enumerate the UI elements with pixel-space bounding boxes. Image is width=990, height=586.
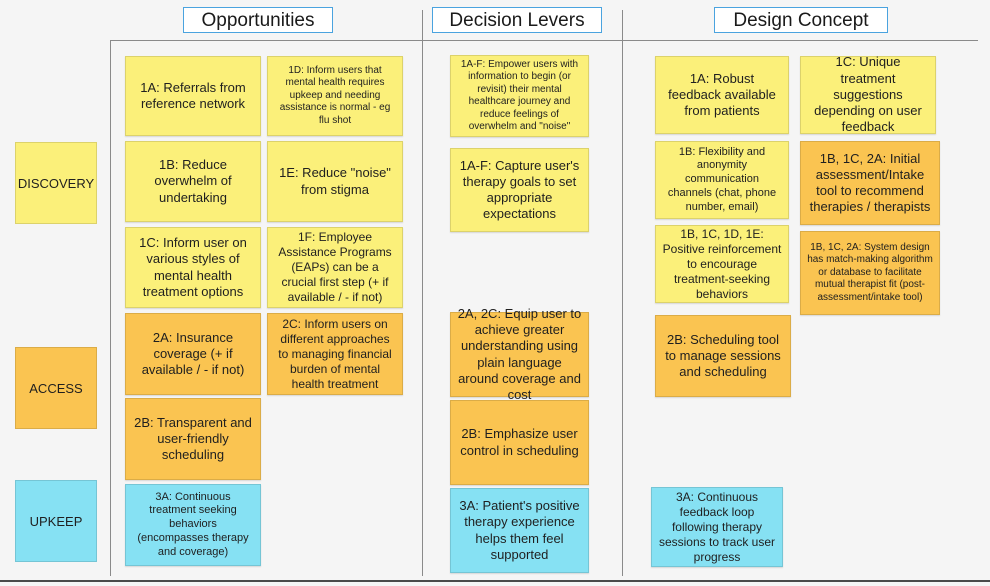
sticky-note-concept-3a[interactable]: 3A: Continuous feedback loop following t… xyxy=(651,487,783,567)
sticky-note-concept-intake-tool[interactable]: 1B, 1C, 2A: Initial assessment/Intake to… xyxy=(800,141,940,225)
row-label-discovery[interactable]: DISCOVERY xyxy=(15,142,97,224)
sticky-note-concept-1c[interactable]: 1C: Unique treatment suggestions dependi… xyxy=(800,54,936,134)
sticky-note-lever-1a-f-empower[interactable]: 1A-F: Empower users with information to … xyxy=(450,55,589,137)
column-divider-middle xyxy=(422,10,423,576)
sticky-note-lever-2a-2c[interactable]: 2A, 2C: Equip user to achieve greater un… xyxy=(450,306,589,402)
sticky-note-2a[interactable]: 2A: Insurance coverage (+ if available /… xyxy=(125,313,261,395)
sticky-note-lever-3a[interactable]: 3A: Patient's positive therapy experienc… xyxy=(450,488,589,573)
sticky-note-lever-1a-f-goals[interactable]: 1A-F: Capture user's therapy goals to se… xyxy=(450,148,589,232)
column-divider-left xyxy=(110,40,111,576)
sticky-note-2b[interactable]: 2B: Transparent and user-friendly schedu… xyxy=(125,398,261,480)
sticky-note-concept-1b[interactable]: 1B: Flexibility and anonymity communicat… xyxy=(655,141,789,219)
row-label-upkeep[interactable]: UPKEEP xyxy=(15,480,97,562)
sticky-note-1c[interactable]: 1C: Inform user on various styles of men… xyxy=(125,227,261,308)
sticky-note-lever-2b[interactable]: 2B: Emphasize user control in scheduling xyxy=(450,400,589,485)
header-divider-line xyxy=(110,40,978,41)
sticky-note-3a[interactable]: 3A: Continuous treatment seeking behavio… xyxy=(125,484,261,566)
sticky-note-concept-1a[interactable]: 1A: Robust feedback available from patie… xyxy=(655,56,789,134)
header-opportunities[interactable]: Opportunities xyxy=(183,7,333,33)
sticky-note-1d[interactable]: 1D: Inform users that mental health requ… xyxy=(267,56,403,136)
sticky-note-concept-scheduling-tool[interactable]: 2B: Scheduling tool to manage sessions a… xyxy=(655,315,791,397)
sticky-note-1b[interactable]: 1B: Reduce overwhelm of undertaking xyxy=(125,141,261,222)
column-divider-right xyxy=(622,10,623,576)
sticky-note-concept-positive-reinforcement[interactable]: 1B, 1C, 1D, 1E: Positive reinforcement t… xyxy=(655,225,789,303)
header-decision-levers[interactable]: Decision Levers xyxy=(432,7,602,33)
sticky-note-concept-matchmaking[interactable]: 1B, 1C, 2A: System design has match-maki… xyxy=(800,231,940,315)
bottom-border xyxy=(0,580,990,582)
row-label-access[interactable]: ACCESS xyxy=(15,347,97,429)
sticky-note-1f[interactable]: 1F: Employee Assistance Programs (EAPs) … xyxy=(267,227,403,308)
sticky-note-2c[interactable]: 2C: Inform users on different approaches… xyxy=(267,313,403,395)
header-design-concept[interactable]: Design Concept xyxy=(714,7,888,33)
sticky-note-1e[interactable]: 1E: Reduce "noise" from stigma xyxy=(267,141,403,222)
sticky-note-1a[interactable]: 1A: Referrals from reference network xyxy=(125,56,261,136)
